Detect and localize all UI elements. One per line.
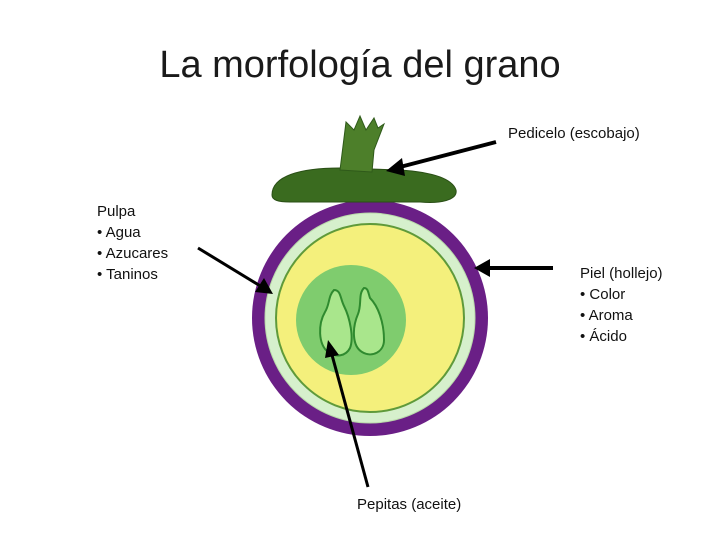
arrow-pepitas xyxy=(325,340,370,488)
piel-title: Piel (hollejo) xyxy=(580,265,663,282)
pulpa-title: Pulpa xyxy=(97,203,136,220)
seed-right xyxy=(352,286,386,356)
pulpa-item: • Agua xyxy=(97,224,141,241)
pulpa-item: • Taninos xyxy=(97,266,158,283)
arrow-pulpa xyxy=(197,246,273,294)
arrow-pedicelo xyxy=(386,140,497,176)
label-pepitas: Pepitas (aceite) xyxy=(357,496,462,513)
piel-item: • Color xyxy=(580,286,626,303)
arrow-piel xyxy=(474,259,553,277)
seed-left xyxy=(319,288,353,357)
stem-cap xyxy=(271,167,457,203)
label-piel: Piel (hollejo) • Color • Aroma • Ácido xyxy=(580,263,663,347)
piel-item: • Aroma xyxy=(580,307,633,324)
slide-title: La morfología del grano xyxy=(159,44,561,86)
stem xyxy=(339,114,386,173)
label-pedicelo: Pedicelo (escobajo) xyxy=(508,125,640,142)
label-pulpa: Pulpa • Agua • Azucares • Taninos xyxy=(97,201,168,285)
piel-item: • Ácido xyxy=(580,328,627,345)
pulpa-item: • Azucares xyxy=(97,245,169,262)
grape-core xyxy=(296,265,406,375)
